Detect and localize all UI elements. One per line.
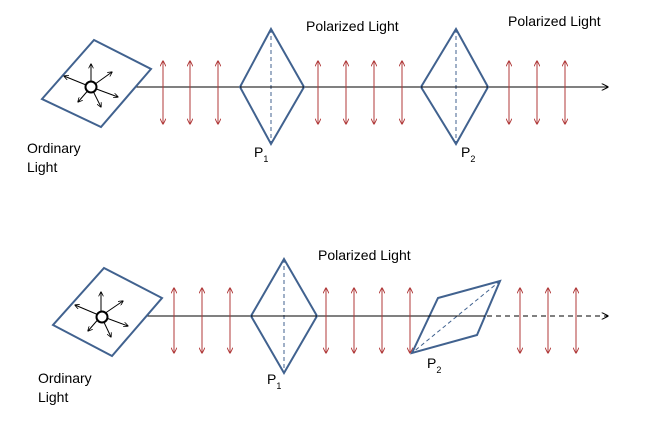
top-source-label-line2: Light bbox=[27, 159, 57, 175]
top-p2-label: P2 bbox=[461, 144, 475, 164]
top-diagram: Polarized Light Polarized Light Ordinary… bbox=[27, 13, 608, 175]
bottom-light-source bbox=[95, 310, 109, 324]
bottom-diagram: Polarized Light Ordinary Light P1 P2 bbox=[38, 247, 608, 405]
top-p1-letter: P bbox=[254, 144, 263, 160]
bottom-source-label-line2: Light bbox=[38, 389, 68, 405]
top-p1-subscript: 1 bbox=[263, 154, 268, 164]
top-arrows-group-1 bbox=[163, 61, 218, 124]
bottom-p2-axis bbox=[411, 280, 501, 354]
top-light-source bbox=[84, 80, 98, 94]
bottom-p2-subscript: 2 bbox=[436, 365, 441, 375]
bottom-p1-letter: P bbox=[267, 371, 276, 387]
bottom-arrows-group-1 bbox=[174, 288, 230, 353]
bottom-arrows-group-3 bbox=[520, 288, 576, 353]
top-polarized-label-2: Polarized Light bbox=[508, 13, 601, 29]
bottom-arrows-group-2 bbox=[326, 288, 410, 353]
bottom-p1-label: P1 bbox=[267, 371, 281, 391]
bottom-p2-letter: P bbox=[427, 355, 436, 371]
bottom-p1-subscript: 1 bbox=[276, 381, 281, 391]
top-polarized-label-1: Polarized Light bbox=[306, 18, 399, 34]
bottom-polarized-label-1: Polarized Light bbox=[318, 247, 411, 263]
top-arrows-group-3 bbox=[509, 61, 565, 124]
top-p2-letter: P bbox=[461, 144, 470, 160]
top-p2-subscript: 2 bbox=[470, 154, 475, 164]
top-p1-label: P1 bbox=[254, 144, 268, 164]
top-arrows-group-2 bbox=[318, 61, 402, 124]
top-source-label-line1: Ordinary bbox=[27, 140, 81, 156]
bottom-p2-label: P2 bbox=[427, 355, 441, 375]
bottom-source-label-line1: Ordinary bbox=[38, 370, 92, 386]
